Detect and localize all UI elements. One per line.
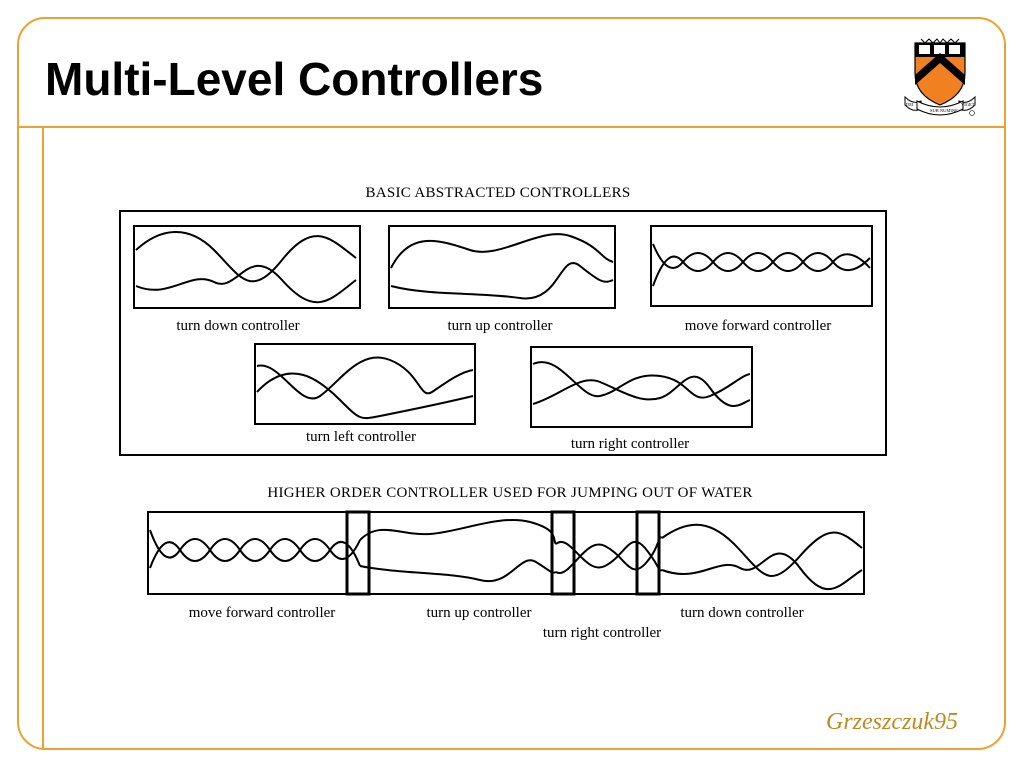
- sequence-forward-curve-b: [149, 538, 361, 569]
- turn-up-controller-panel: turn up controller: [388, 225, 616, 334]
- higher-order-outer-box: [147, 511, 865, 595]
- turn-right-curve-b: [532, 375, 751, 407]
- motto-left: DEI: [906, 102, 914, 107]
- sequence-label-move-forward: move forward controller: [189, 605, 336, 621]
- basic-controllers-container: [119, 210, 887, 456]
- turn-left-curve-a: [256, 356, 474, 400]
- sequence-label-turn-right: turn right controller: [543, 625, 661, 641]
- motto-center: SUB NUMINE: [930, 108, 958, 113]
- turn-right-curve-a: [532, 361, 751, 399]
- princeton-shield-icon: DEI SUB NUMINE VIGET: [904, 38, 976, 116]
- move-forward-curve-a: [652, 243, 871, 272]
- side-divider: [42, 127, 44, 749]
- move-forward-curve-b: [652, 252, 871, 287]
- turn-right-controller-label: turn right controller: [571, 436, 689, 452]
- transition-box-2: [550, 510, 576, 596]
- turn-down-curve-b: [135, 264, 357, 304]
- higher-order-heading: HIGHER ORDER CONTROLLER USED FOR JUMPING…: [267, 485, 752, 501]
- turn-right-controller-box: [530, 346, 753, 428]
- sequence-label-turn-down: turn down controller: [680, 605, 803, 621]
- turn-down-controller-label: turn down controller: [176, 318, 299, 334]
- sequence-down-curve-b: [661, 552, 863, 591]
- sequence-up-curve-a: [359, 518, 557, 545]
- sequence-up-curve-b: [359, 559, 557, 583]
- turn-up-curve-a: [390, 233, 614, 269]
- turn-left-controller-label: turn left controller: [306, 429, 416, 445]
- turn-left-curve-b: [256, 372, 474, 419]
- sequence-forward-curve-a: [149, 529, 361, 562]
- move-forward-controller-label: move forward controller: [685, 318, 832, 334]
- sequence-label-turn-up: turn up controller: [427, 605, 532, 621]
- basic-controllers-heading: BASIC ABSTRACTED CONTROLLERS: [365, 185, 630, 201]
- move-forward-controller-panel: move forward controller: [650, 225, 873, 334]
- turn-right-controller-panel: turn right controller: [530, 346, 753, 452]
- title-divider: [17, 126, 1006, 128]
- turn-down-curve-a: [135, 231, 357, 283]
- turn-down-controller-panel: turn down controller: [133, 225, 361, 334]
- slide-title: Multi-Level Controllers: [45, 53, 544, 105]
- transition-box-3: [635, 510, 661, 596]
- sequence-down-curve-a: [661, 523, 863, 577]
- motto-right: VIGET: [961, 102, 975, 107]
- transition-box-1: [345, 510, 371, 596]
- move-forward-controller-box: [650, 225, 873, 307]
- higher-order-sequence: move forward controller turn up controll…: [147, 510, 865, 641]
- turn-down-controller-box: [133, 225, 361, 309]
- turn-left-controller-box: [254, 343, 476, 425]
- sequence-right-curve-b: [555, 536, 663, 574]
- slide-credit: Grzeszczuk95: [826, 709, 958, 735]
- slide-frame: [17, 17, 1006, 750]
- turn-up-controller-box: [388, 225, 616, 309]
- turn-up-curve-b: [390, 262, 614, 300]
- turn-up-controller-label: turn up controller: [448, 318, 553, 334]
- turn-left-controller-panel: turn left controller: [254, 343, 476, 445]
- sequence-right-curve-a: [555, 540, 663, 572]
